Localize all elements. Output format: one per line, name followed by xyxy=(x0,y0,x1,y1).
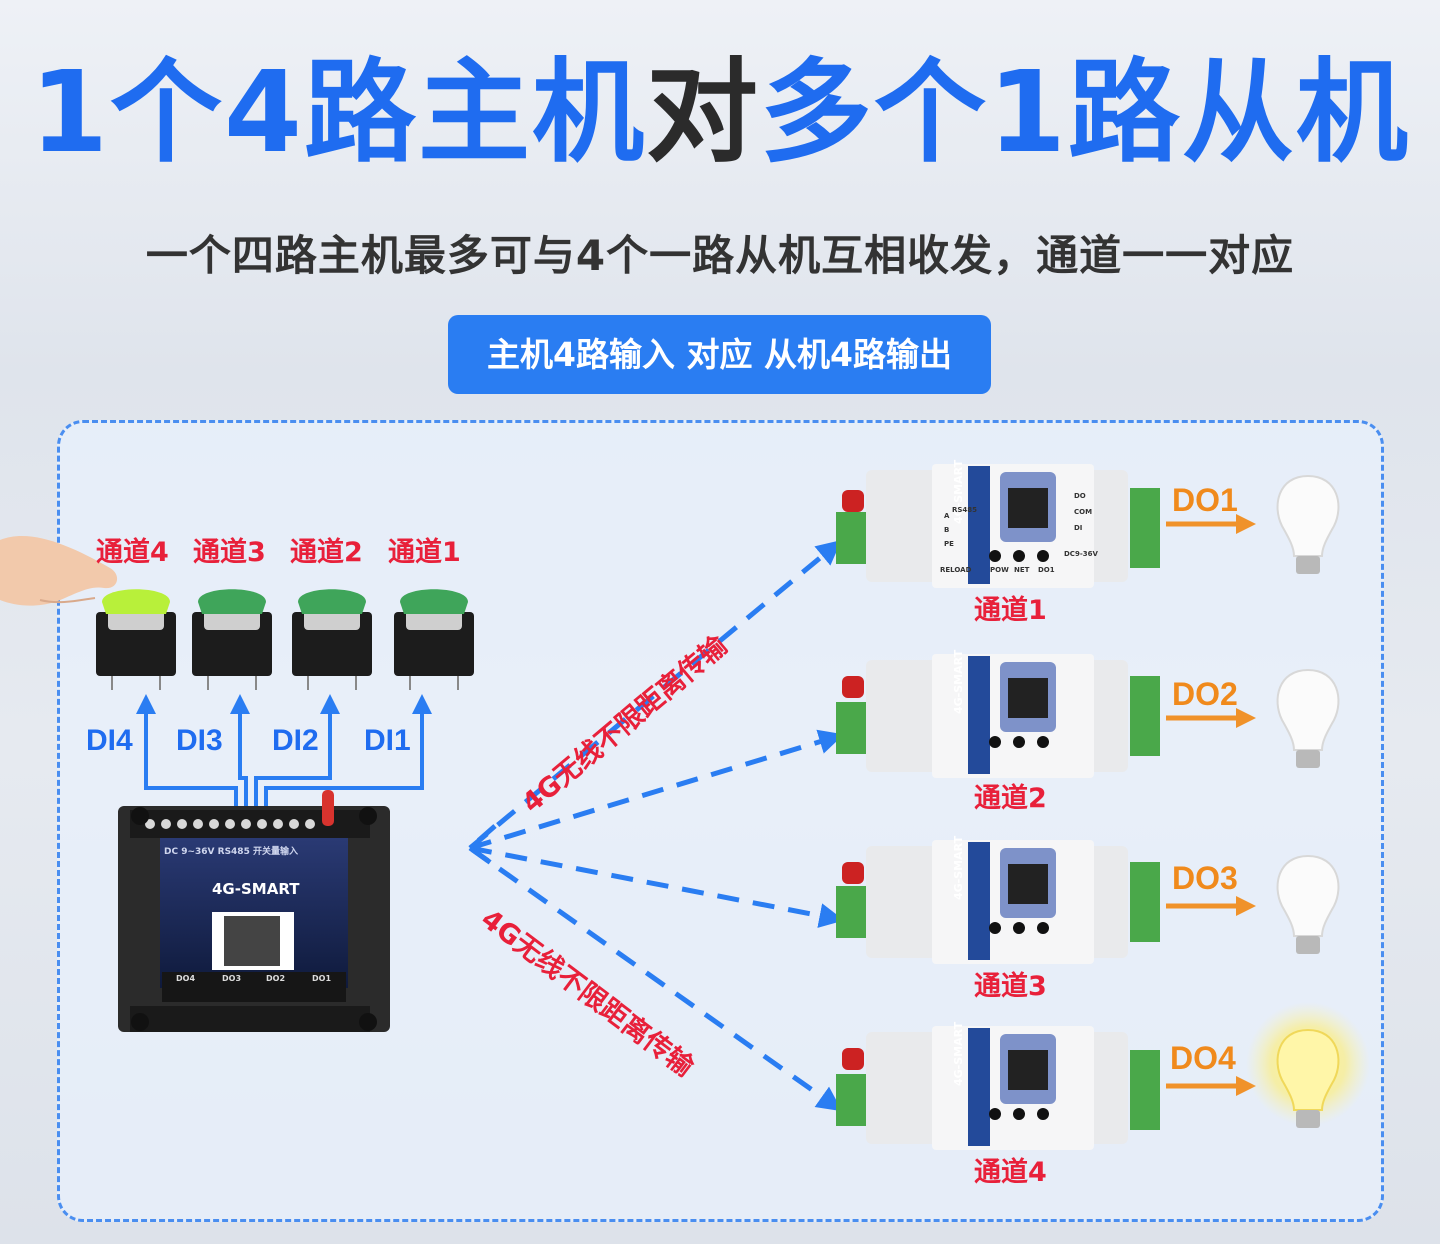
port-label-di: DI xyxy=(1074,524,1083,532)
bulb-icon-2 xyxy=(1276,668,1340,768)
bulb-icon-4-lit xyxy=(1246,1002,1370,1128)
diagram-panel xyxy=(57,420,1384,1222)
di-label-4: DI4 xyxy=(86,724,133,757)
master-output-do3: DO3 xyxy=(222,974,242,983)
slave-device-1 xyxy=(836,464,1160,588)
do-label-4: DO4 xyxy=(1170,1040,1236,1076)
slave-device-label-2: 4G-SMART xyxy=(952,649,965,714)
slave-channel-label-3: 通道3 xyxy=(974,971,1047,1002)
wireless-arrow-1 xyxy=(468,540,842,850)
do-arrows xyxy=(1166,514,1256,1096)
slave-channel-label-1: 通道1 xyxy=(974,595,1047,626)
slave-channel-label-2: 通道2 xyxy=(974,783,1047,814)
slave-device-label-4: 4G-SMART xyxy=(952,1021,965,1086)
button-label-1: 通道1 xyxy=(388,537,461,568)
master-output-do2: DO2 xyxy=(266,974,286,983)
port-label-pow: POW xyxy=(990,566,1009,574)
push-button-1 xyxy=(394,589,474,690)
di-wiring xyxy=(136,694,432,806)
slave-device-4 xyxy=(836,1026,1160,1150)
di-label-1: DI1 xyxy=(364,724,411,757)
wireless-arrow-2 xyxy=(469,729,844,851)
slave-device-3 xyxy=(836,840,1160,964)
title-part-to: 对 xyxy=(645,48,760,178)
bulb-icon-3 xyxy=(1276,854,1340,954)
button-label-3: 通道3 xyxy=(193,537,266,568)
title-part-host: 1个4路主机 xyxy=(30,48,646,178)
subtitle: 一个四路主机最多可与4个一路从机互相收发，通道一一对应 xyxy=(145,231,1295,280)
master-output-do4: DO4 xyxy=(176,974,196,983)
port-label-com: COM xyxy=(1074,508,1093,516)
slave-device-label-1: 4G-SMART xyxy=(952,459,965,524)
master-device xyxy=(118,790,390,1032)
do-label-3: DO3 xyxy=(1172,860,1238,896)
port-label-b: B xyxy=(944,526,950,534)
slave-device-2 xyxy=(836,654,1160,778)
bulb-icon-1 xyxy=(1276,474,1340,574)
wireless-arrow-4 xyxy=(468,845,843,1112)
title-part-slaves: 多个1路从机 xyxy=(759,48,1410,178)
main-title: 1个4路主机对多个1路从机 xyxy=(0,51,1440,175)
push-button-4 xyxy=(96,589,176,690)
push-button-3 xyxy=(192,589,272,690)
port-label-net: NET xyxy=(1014,566,1030,574)
mapping-badge: 主机4路输入 对应 从机4路输出 xyxy=(448,315,991,394)
slave-device-label-3: 4G-SMART xyxy=(952,835,965,900)
master-device-label: 4G-SMART xyxy=(212,880,300,898)
wireless-arrows xyxy=(465,540,845,1112)
button-label-2: 通道2 xyxy=(290,537,363,568)
port-label-do: DO xyxy=(1074,492,1086,500)
master-terminal-header: DC 9~36V RS485 开关量输入 xyxy=(164,847,298,857)
button-label-4: 通道4 xyxy=(96,537,169,568)
do-label-1: DO1 xyxy=(1172,482,1238,518)
port-label-do1: DO1 xyxy=(1038,566,1055,574)
slave-channel-label-4: 通道4 xyxy=(974,1157,1047,1188)
wireless-arrow-3 xyxy=(469,845,845,928)
port-label-dc: DC9-36V xyxy=(1064,550,1098,558)
push-button-2 xyxy=(292,589,372,690)
di-label-2: DI2 xyxy=(272,724,319,757)
port-label-reload: RELOAD xyxy=(940,566,972,574)
hand-icon xyxy=(0,536,118,606)
do-label-2: DO2 xyxy=(1172,676,1238,712)
master-output-do1: DO1 xyxy=(312,974,332,983)
port-label-pe: PE xyxy=(944,540,954,548)
port-label-a: A xyxy=(944,512,950,520)
di-label-3: DI3 xyxy=(176,724,223,757)
port-label-rs485: RS485 xyxy=(952,506,978,514)
